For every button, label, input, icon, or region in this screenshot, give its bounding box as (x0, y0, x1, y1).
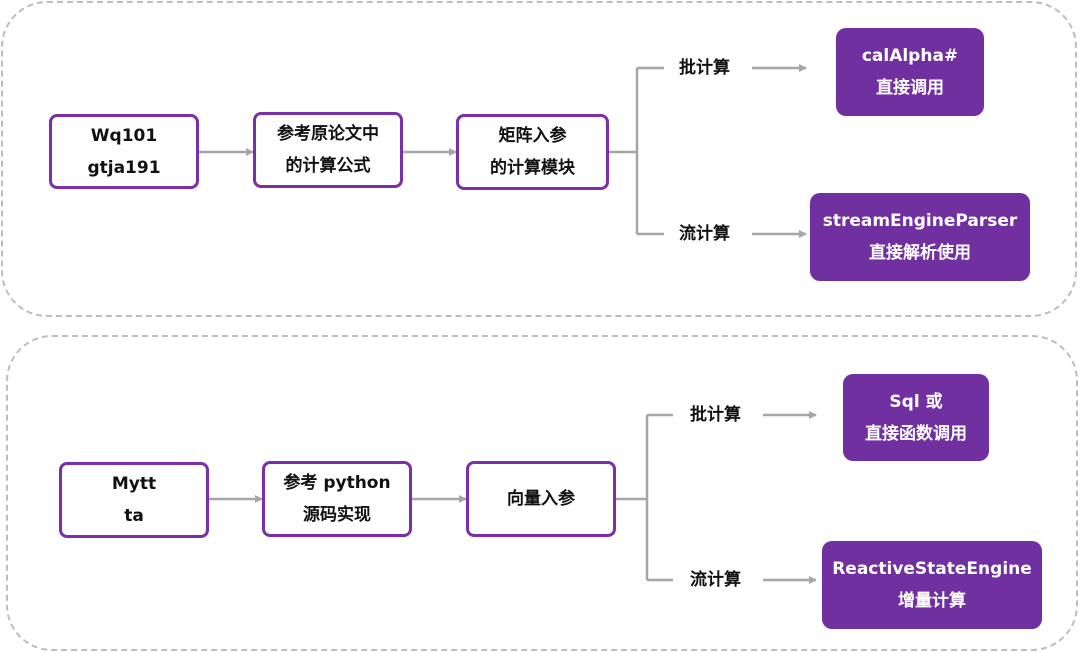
top-stream-result-line1: streamEngineParser (822, 211, 1018, 231)
bottom-stream-result: ReactiveStateEngine 增量计算 (822, 541, 1042, 629)
bottom-batch-result: Sql 或 直接函数调用 (843, 374, 989, 461)
top-stream-result-line2: 直接解析使用 (869, 243, 971, 263)
bottom-batch-result-line1: Sql 或 (889, 391, 943, 412)
top-batch-result-line1: calAlpha# (861, 46, 959, 66)
top-stream-result: streamEngineParser 直接解析使用 (810, 193, 1030, 281)
bottom-batch-label: 批计算 (690, 405, 741, 425)
bottom-module-node: 向量入参 (466, 461, 616, 537)
top-flow-panel (1, 1, 1077, 317)
top-stream-label: 流计算 (679, 224, 730, 244)
top-batch-result-line2: 直接调用 (876, 78, 944, 98)
bottom-source-line2: ta (124, 506, 144, 526)
bottom-stream-label: 流计算 (690, 570, 741, 590)
top-module-node: 矩阵入参 的计算模块 (456, 114, 609, 190)
bottom-batch-result-line2: 直接函数调用 (865, 423, 967, 444)
bottom-source-line1: Mytt (111, 474, 157, 494)
top-module-line1: 矩阵入参 (498, 126, 567, 146)
bottom-stream-result-line1: ReactiveStateEngine (832, 559, 1032, 579)
bottom-source-node: Mytt ta (59, 462, 209, 538)
top-batch-result: calAlpha# 直接调用 (836, 28, 984, 116)
top-reference-line1: 参考原论文中 (277, 124, 379, 144)
bottom-stream-result-line2: 增量计算 (898, 591, 966, 611)
bottom-reference-line2: 源码实现 (303, 505, 371, 525)
top-reference-node: 参考原论文中 的计算公式 (253, 112, 403, 188)
top-source-node: Wq101 gtja191 (49, 114, 199, 189)
bottom-module-line1: 向量入参 (507, 489, 575, 509)
top-source-line1: Wq101 (90, 125, 158, 146)
top-reference-line2: 的计算公式 (285, 156, 371, 176)
bottom-flow-panel (6, 335, 1078, 651)
top-batch-label: 批计算 (679, 58, 730, 78)
bottom-reference-node: 参考 python 源码实现 (262, 461, 412, 537)
top-source-line2: gtja191 (87, 157, 161, 178)
top-module-line2: 的计算模块 (490, 158, 575, 178)
bottom-reference-line1: 参考 python (283, 473, 391, 493)
